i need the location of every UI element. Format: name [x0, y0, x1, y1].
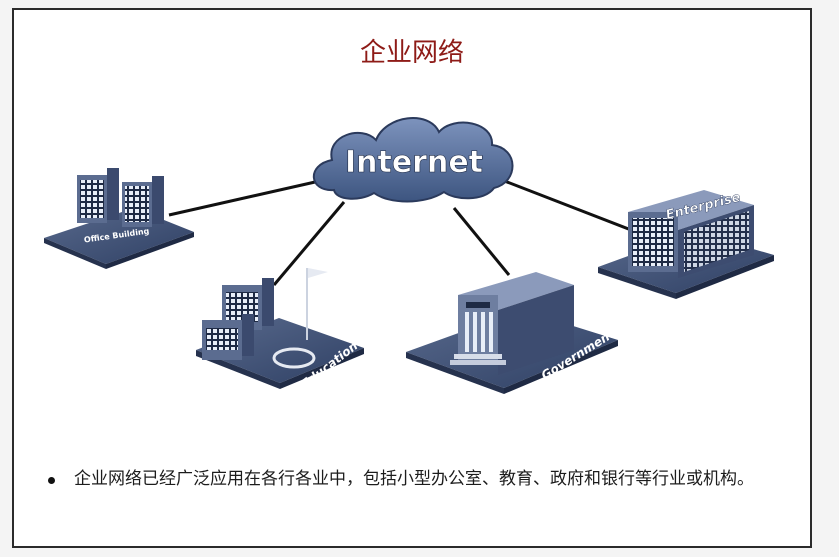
node-education: Education	[196, 268, 364, 391]
bullet-paragraph: 企业网络已经广泛应用在各行各业中，包括小型办公室、教育、政府和银行等行业或机构。	[46, 462, 786, 496]
network-diagram: Internet Office Building	[44, 117, 774, 394]
connection-lines	[168, 178, 645, 286]
bullet-text: 企业网络已经广泛应用在各行各业中，包括小型办公室、教育、政府和银行等行业或机构。	[74, 469, 754, 489]
link-enterprise	[501, 178, 645, 237]
link-office	[168, 178, 325, 217]
node-enterprise: Enterprise	[598, 190, 774, 299]
link-education	[272, 201, 346, 286]
link-government	[452, 207, 511, 276]
slide: 企业网络 Internet	[12, 8, 812, 548]
node-government: Government	[406, 272, 618, 394]
internet-cloud: Internet	[312, 117, 514, 203]
node-office-building: Office Building	[44, 168, 194, 269]
slide-title: 企业网络	[359, 38, 464, 68]
internet-label: Internet	[345, 145, 483, 180]
bullet-dot	[48, 477, 55, 484]
